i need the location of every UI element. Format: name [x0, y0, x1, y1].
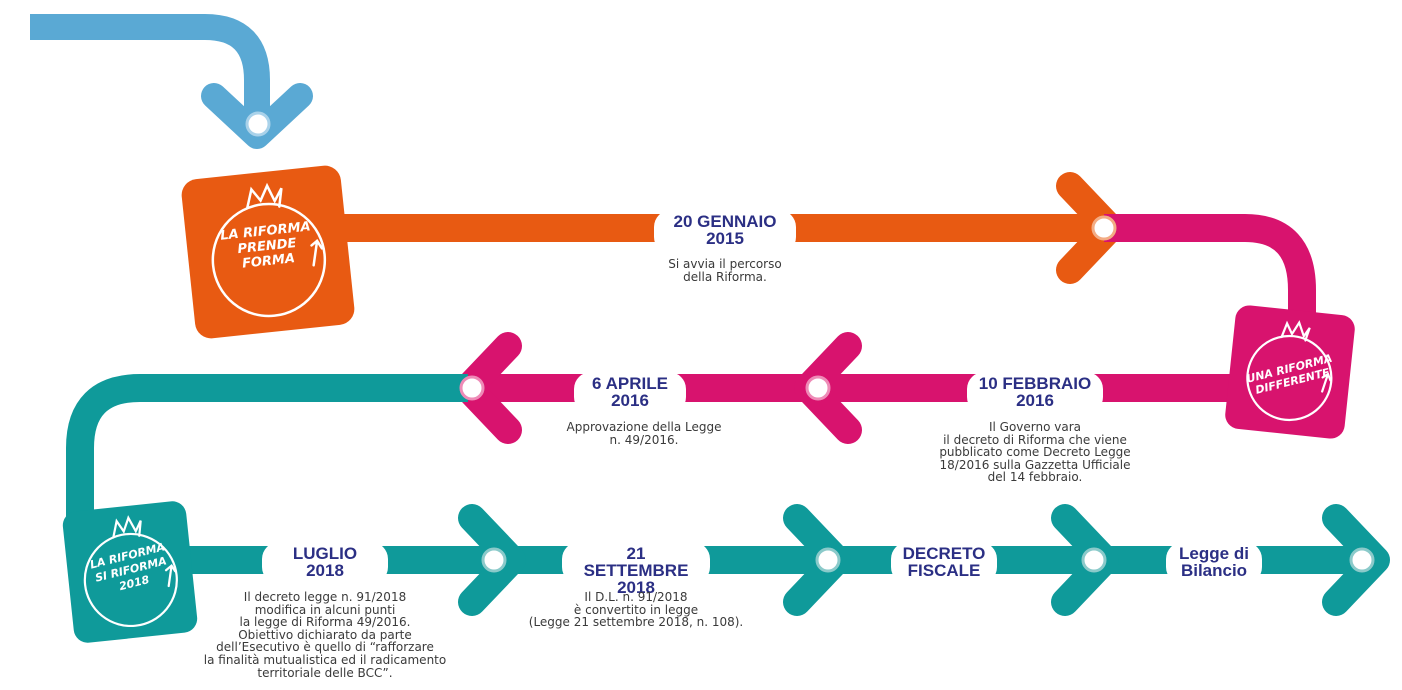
pomegranate-icon	[211, 182, 327, 318]
milestone-desc-line: la finalità mutualistica ed il radicamen…	[203, 652, 447, 667]
milestone-title-line-1: 21 SETTEMBRE	[583, 544, 689, 580]
milestone-desc-line: Si avvia il percorso	[668, 257, 782, 271]
blue-track	[30, 14, 313, 149]
milestone-title-line-2: Bilancio	[1180, 561, 1248, 580]
milestone-desc-10-febbraio-2016: Il Governo vara il decreto di Riforma ch…	[925, 421, 1145, 484]
milestone-desc-line: è convertito in legge	[573, 602, 699, 617]
badge-la-riforma-prende-forma	[181, 165, 355, 339]
milestone-desc-line: Il Governo vara	[988, 420, 1082, 434]
milestone-desc-6-aprile-2016: Approvazione della Legge n. 49/2016.	[544, 421, 744, 446]
milestone-title-line-2: 2016	[1016, 391, 1054, 410]
milestone-title-line-2: FISCALE	[907, 561, 981, 580]
teal-node-2	[815, 547, 841, 573]
milestone-title-6-aprile-2016: 6 APRILE 2016	[574, 372, 686, 414]
milestone-desc-luglio-2018: Il decreto legge n. 91/2018 modifica in …	[185, 591, 465, 679]
milestone-title-line-1: 6 APRILE	[592, 374, 668, 393]
teal-chevron-right-4	[1322, 504, 1390, 616]
milestone-desc-line: modifica in alcuni punti	[254, 602, 396, 617]
milestone-desc-line: del 14 febbraio.	[987, 470, 1083, 485]
milestone-title-line-2: 2016	[611, 391, 649, 410]
magenta-node-1	[805, 375, 831, 401]
milestone-desc-line: 18/2016 sulla Gazzetta Ufficiale	[939, 457, 1131, 472]
pomegranate-icon	[83, 515, 178, 628]
teal-node-3	[1081, 547, 1107, 573]
milestone-desc-line: Obiettivo dichiarato da parte	[238, 627, 412, 642]
badge-una-riforma-differente	[1225, 305, 1355, 439]
milestone-desc-21-settembre-2018: Il D.L. n. 91/2018 è convertito in legge…	[516, 591, 756, 629]
milestone-desc-line: dell’Esecutivo è quello di “rafforzare	[216, 640, 434, 655]
milestone-desc-line: territoriale delle BCC”.	[257, 665, 393, 680]
milestone-title-line-2: 2018	[306, 561, 344, 580]
nodes	[459, 215, 1375, 573]
milestone-title-line-1: DECRETO	[902, 544, 986, 563]
milestone-title-21-settembre-2018: 21 SETTEMBRE 2018	[562, 542, 710, 596]
orange-node	[1091, 215, 1117, 241]
milestone-title-luglio-2018: LUGLIO 2018	[262, 542, 388, 584]
milestone-title-legge-di-bilancio: Legge di Bilancio	[1166, 542, 1262, 584]
milestone-title-line-1: Legge di	[1179, 544, 1249, 563]
milestone-title-20-gennaio-2015: 20 GENNAIO 2015	[654, 210, 796, 254]
milestone-desc-line: Approvazione della Legge	[566, 420, 722, 434]
milestone-desc-20-gennaio-2015: Si avvia il percorso della Riforma.	[625, 258, 825, 283]
milestone-title-decreto-fiscale: DECRETO FISCALE	[891, 542, 997, 584]
teal-chevron-right-1	[458, 504, 526, 616]
milestone-desc-line: (Legge 21 settembre 2018, n. 108).	[528, 615, 744, 630]
milestone-desc-line: della Riforma.	[683, 269, 767, 284]
milestone-title-line-1: LUGLIO	[292, 544, 358, 563]
milestone-title-10-febbraio-2016: 10 FEBBRAIO 2016	[967, 372, 1103, 414]
badge-la-riforma-si-riforma-2018	[62, 501, 198, 643]
milestone-title-line-1: 20 GENNAIO	[673, 212, 777, 231]
milestone-desc-line: la legge di Riforma 49/2016.	[239, 615, 411, 630]
milestone-title-line-2: 2018	[617, 578, 655, 597]
magenta-node-2	[459, 375, 485, 401]
blue-node	[245, 111, 271, 137]
pomegranate-icon	[1246, 320, 1333, 422]
milestone-title-line-1: 10 FEBBRAIO	[978, 374, 1092, 393]
milestone-desc-line: n. 49/2016.	[609, 432, 679, 447]
blue-track-line	[30, 14, 270, 118]
magenta-track-curve	[1104, 214, 1316, 330]
teal-node-4	[1349, 547, 1375, 573]
milestone-desc-line: Il decreto legge n. 91/2018	[243, 590, 407, 604]
milestone-title-line-2: 2015	[706, 229, 744, 248]
milestone-desc-line: pubblicato come Decreto Legge	[939, 445, 1131, 460]
milestone-desc-line: Il D.L. n. 91/2018	[584, 590, 688, 604]
teal-track-curve	[66, 374, 468, 520]
milestone-desc-line: il decreto di Riforma che viene	[943, 432, 1127, 447]
teal-node-1	[481, 547, 507, 573]
badge-3-square	[62, 501, 198, 643]
